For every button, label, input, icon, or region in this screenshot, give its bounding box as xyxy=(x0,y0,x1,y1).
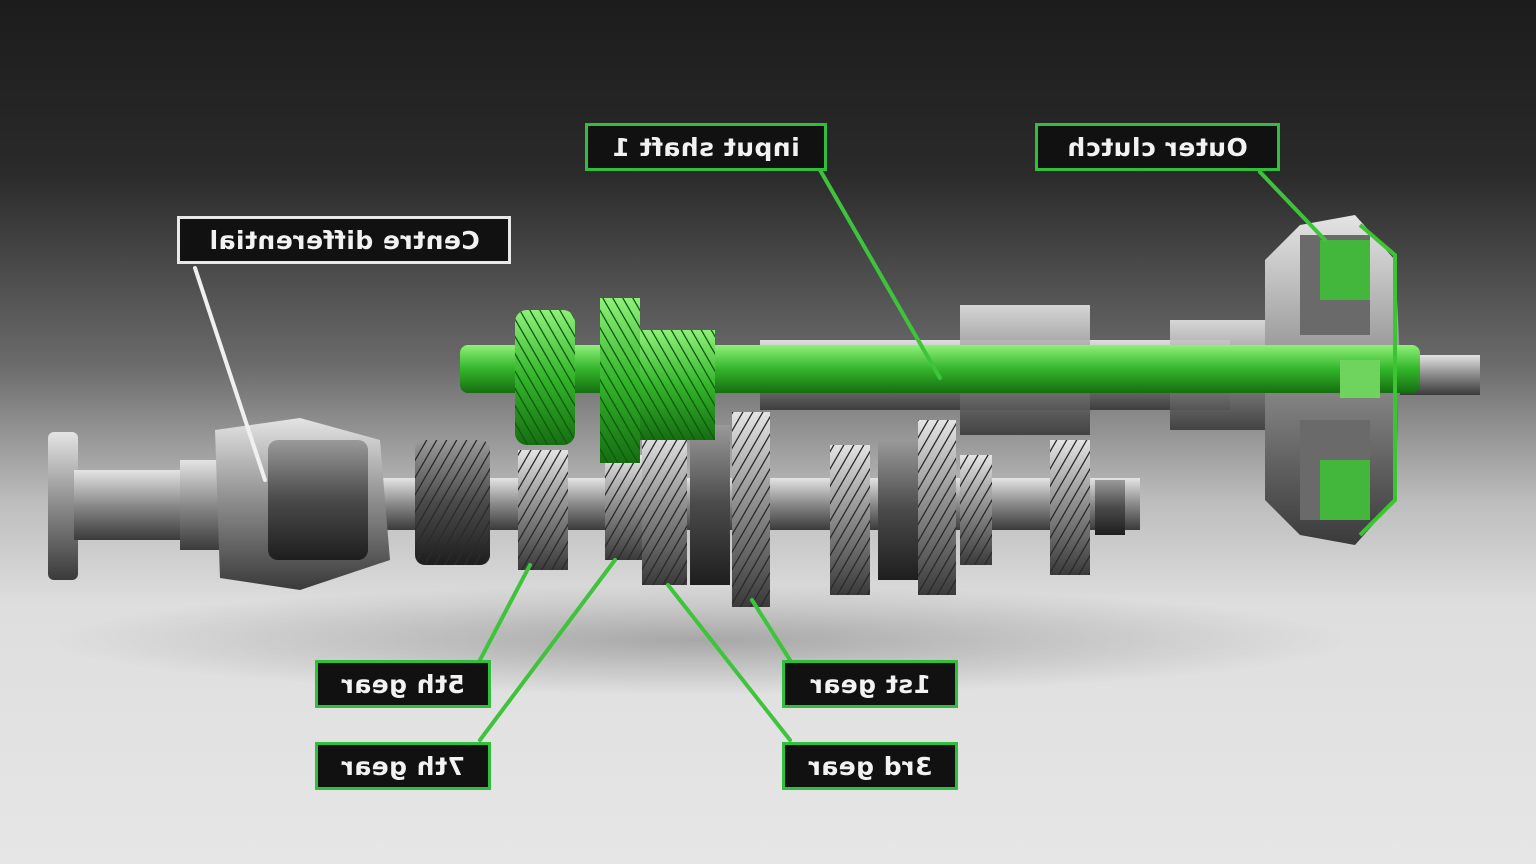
label-centre-differential: Centre differential xyxy=(177,216,511,264)
label-5th-gear: 5th gear xyxy=(315,660,491,708)
callout-line-1st-gear xyxy=(750,598,792,662)
floor-shadow xyxy=(50,585,1350,695)
label-1st-gear: 1st gear xyxy=(782,660,958,708)
label-outer-clutch: Outer clutch xyxy=(1035,123,1280,171)
callout-line-outer-clutch xyxy=(1258,170,1327,242)
output-shaft xyxy=(48,412,1140,607)
callout-line-3rd-gear xyxy=(666,583,792,742)
callout-line-5th-gear xyxy=(478,563,532,662)
callout-lines xyxy=(193,168,1327,742)
callout-line-7th-gear xyxy=(478,558,617,742)
input-shaft-1-green xyxy=(460,223,1420,537)
callout-line-centre-differential xyxy=(193,266,267,482)
label-input-shaft-1: input shaft 1 xyxy=(585,123,827,171)
label-3rd-gear: 3rd gear xyxy=(782,742,958,790)
callout-line-input-shaft xyxy=(818,168,942,380)
label-7th-gear: 7th gear xyxy=(315,742,491,790)
